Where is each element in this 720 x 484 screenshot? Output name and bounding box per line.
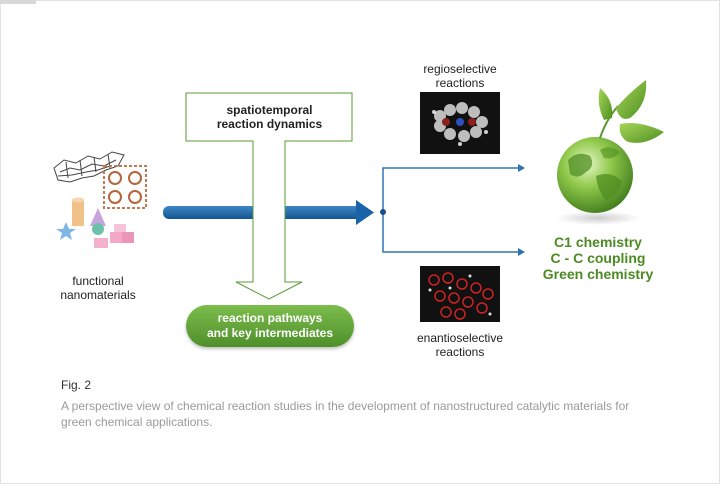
reaction-pathways-pill: reaction pathways and key intermediates — [186, 305, 354, 347]
green-earth-globe-icon — [556, 80, 664, 225]
top-box-line1: spatiotemporal — [226, 103, 313, 117]
upper-arrowhead — [518, 164, 525, 172]
branch-node — [380, 209, 386, 215]
outcome-c1-chemistry: C1 chemistry — [554, 234, 642, 250]
figure-title: Fig. 2 — [61, 378, 92, 392]
outcome-green-chemistry: Green chemistry — [542, 266, 654, 282]
pill-line1: reaction pathways — [217, 311, 323, 325]
figure-caption: A perspective view of chemical reaction … — [61, 399, 630, 429]
enantioselective-line1: enantioselective — [416, 331, 504, 345]
pill-line2: and key intermediates — [206, 326, 334, 340]
cone-shape-icon — [90, 208, 106, 226]
regioselective-molecule-image — [420, 92, 500, 154]
input-label-line2: nanomaterials — [60, 288, 136, 302]
corner-tab — [0, 0, 36, 4]
lower-arrowhead — [518, 248, 525, 256]
star-shape-icon — [56, 222, 76, 240]
branch-connector — [382, 167, 518, 253]
input-label-line1: functional — [72, 274, 124, 288]
top-box-line2: reaction dynamics — [216, 117, 323, 131]
top-box-label: spatiotemporal reaction dynamics — [186, 103, 353, 131]
mof-cage-icon — [103, 165, 147, 209]
regioselective-line1: regioselective — [423, 62, 497, 76]
outcome-cc-coupling: C - C coupling — [550, 250, 646, 266]
cube-shape-icon — [94, 224, 134, 248]
enantioselective-molecule-image — [420, 266, 500, 322]
sphere-shape-icon — [92, 223, 104, 235]
input-label: functional nanomaterials — [48, 274, 148, 302]
enantioselective-line2: reactions — [435, 345, 485, 359]
regioselective-label: regioselective reactions — [410, 62, 510, 90]
enantioselective-label: enantioselective reactions — [405, 331, 515, 359]
spatiotemporal-arrow — [185, 92, 353, 300]
regioselective-line2: reactions — [435, 76, 485, 90]
graphene-sheet-icon — [53, 151, 125, 183]
cylinder-shape-icon — [72, 197, 84, 226]
nanomaterials-illustration — [53, 151, 147, 248]
